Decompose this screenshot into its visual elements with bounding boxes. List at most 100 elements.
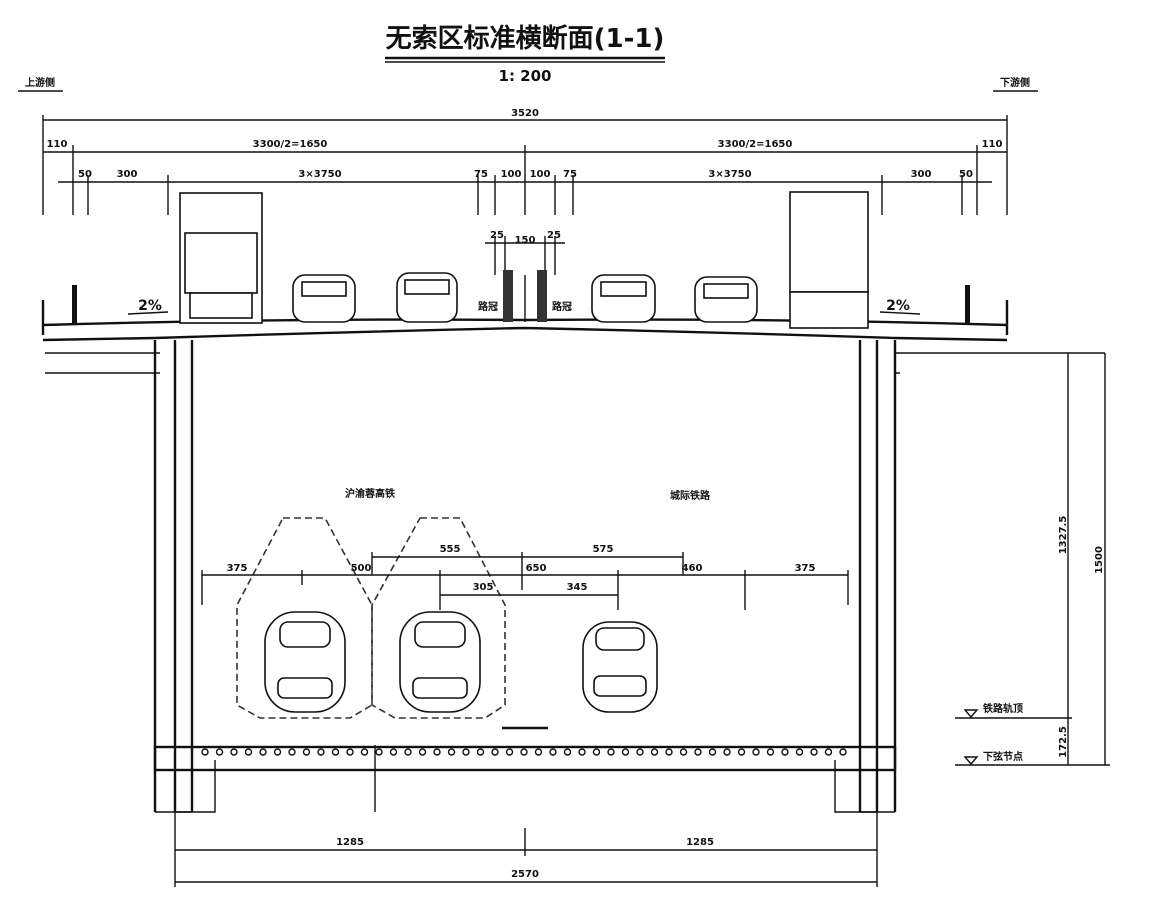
train-icon (582, 621, 658, 713)
chord-hole (288, 748, 296, 756)
chord-hole (810, 748, 818, 756)
chord-hole (665, 748, 673, 756)
slope-left: 2% (138, 298, 162, 314)
truck-right-icon (789, 191, 869, 329)
slope-arrow-right (879, 311, 921, 315)
dim-rail: 345 (567, 582, 588, 593)
truss-structure (45, 340, 1105, 813)
vehicles (179, 191, 869, 329)
chord-hole (636, 748, 644, 756)
chord-hole (766, 748, 775, 756)
level-bottom-chord: 下弦节点 (983, 750, 1023, 763)
dim-median: 150 (515, 235, 536, 246)
rail-label-right: 城际铁路 (670, 489, 711, 502)
chord-hole (273, 748, 282, 756)
dim-total-height: 1500 (1094, 546, 1105, 574)
chord-hole (520, 748, 528, 756)
dim-r3: 50 (78, 169, 92, 180)
dim-r3: 100 (530, 169, 551, 180)
chord-hole (694, 748, 702, 756)
chord-hole (621, 748, 630, 756)
chord-hole (534, 748, 543, 756)
dim-r3: 3×3750 (708, 169, 751, 180)
dim-rail: 555 (440, 544, 461, 555)
dim-bottom-right: 1285 (686, 837, 714, 848)
dim-rail: 375 (795, 563, 816, 574)
chord-hole (563, 748, 572, 756)
chord-hole (679, 748, 688, 756)
chord-hole (360, 748, 369, 756)
chord-hole (215, 748, 224, 756)
level-rail-top: 铁路轨顶 (983, 702, 1023, 715)
chord-hole (346, 748, 354, 756)
dim-lower-height: 172.5 (1058, 726, 1069, 758)
chord-hole (752, 748, 760, 756)
dim-bottom-left: 1285 (336, 837, 364, 848)
chord-hole (201, 748, 209, 756)
dim-rail: 305 (473, 582, 494, 593)
chord-hole (781, 748, 789, 756)
chord-hole (476, 748, 485, 756)
chord-hole (433, 748, 441, 756)
level-triangle-icon (963, 709, 979, 719)
chord-hole (462, 748, 470, 756)
chord-hole (607, 748, 615, 756)
chord-hole (389, 748, 398, 756)
chord-hole (302, 748, 311, 756)
chord-hole (317, 748, 325, 756)
car-icon (292, 274, 356, 323)
trains (264, 611, 658, 713)
dim-rail: 650 (526, 563, 547, 574)
chord-hole (592, 748, 601, 756)
dim-r3: 50 (959, 169, 973, 180)
rail-dimensions: 555 575 375 500 650 460 375 305 345 (201, 544, 849, 610)
truck-left-icon (179, 192, 263, 324)
dim-median: 25 (490, 230, 504, 241)
dim-r3: 100 (501, 169, 522, 180)
bridge-deck (41, 270, 1009, 342)
level-triangle-icon (963, 756, 979, 766)
chord-hole (839, 748, 847, 756)
crown-right: 路冠 (552, 300, 572, 313)
chord-hole (418, 748, 427, 756)
dim-r3: 300 (911, 169, 932, 180)
chord-hole (505, 748, 514, 756)
dim-rail: 460 (682, 563, 703, 574)
bottom-chord-holes (201, 748, 847, 756)
car-icon (694, 276, 758, 323)
chord-hole (549, 748, 557, 756)
chord-hole (650, 748, 659, 756)
dim-edge-right: 110 (982, 139, 1003, 150)
crown-left: 路冠 (478, 300, 498, 313)
bottom-dimensions: 1285 1285 2570 (174, 812, 878, 887)
dim-r3: 3×3750 (298, 169, 341, 180)
rail-label-left: 沪渝蓉高铁 (345, 487, 395, 500)
dim-bottom-total: 2570 (511, 869, 539, 880)
dim-half-left: 3300/2=1650 (253, 139, 328, 150)
chord-hole (824, 748, 833, 756)
dim-total-width: 3520 (511, 108, 539, 119)
slope-arrow-left (127, 311, 169, 315)
chord-hole (447, 748, 456, 756)
dim-r3: 75 (563, 169, 577, 180)
dim-r3: 75 (474, 169, 488, 180)
dim-upper-height: 1327.5 (1058, 516, 1069, 555)
slope-right: 2% (886, 298, 910, 314)
chord-hole (578, 748, 586, 756)
chord-hole (244, 748, 253, 756)
car-icon (591, 274, 656, 323)
dim-rail: 375 (227, 563, 248, 574)
top-dimensions: 3520 110 3300/2=1650 3300/2=1650 110 50 … (42, 108, 1008, 275)
train-icon (399, 611, 481, 713)
dim-rail: 575 (593, 544, 614, 555)
drawing-title: 无索区标准横断面(1-1) (386, 23, 665, 54)
chord-hole (375, 748, 383, 756)
chord-hole (230, 748, 238, 756)
dim-edge-left: 110 (47, 139, 68, 150)
chord-hole (404, 748, 412, 756)
train-icon (264, 611, 346, 713)
chord-hole (259, 748, 267, 756)
chord-hole (795, 748, 804, 756)
chord-hole (737, 748, 746, 756)
